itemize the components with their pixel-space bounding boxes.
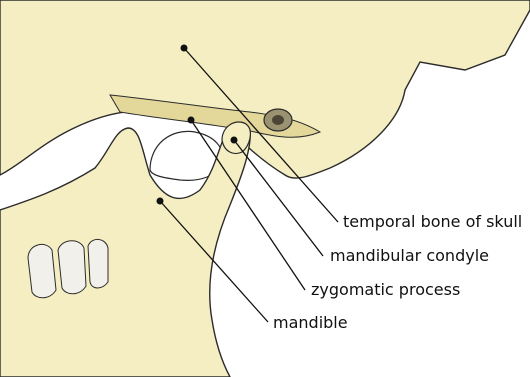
label-mandible: mandible (273, 315, 348, 331)
label-temporal-bone: temporal bone of skull (343, 214, 522, 230)
skull-bone (0, 0, 530, 178)
ear-canal-opening (272, 115, 284, 125)
label-mandibular-condyle: mandibular condyle (330, 248, 489, 264)
label-zygomatic-process: zygomatic process (311, 282, 460, 298)
